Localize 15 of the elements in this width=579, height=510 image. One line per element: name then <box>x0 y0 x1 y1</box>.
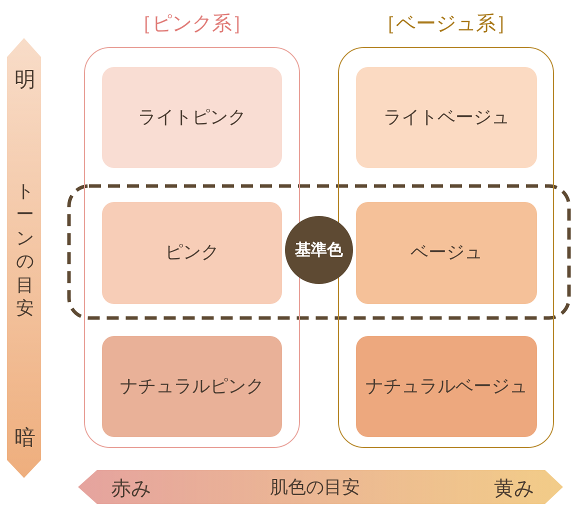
axis-end-label: 肌色の目安 <box>270 478 360 498</box>
axis-title: トーンの目安 <box>15 180 35 320</box>
axis-end-label: 暗 <box>14 426 36 450</box>
shade-tile: ナチュラルベージュ <box>356 336 537 437</box>
shade-tile: ピンク <box>102 202 282 304</box>
axis-end-label: 明 <box>14 68 36 92</box>
group-heading: ［ベージュ系］ <box>376 10 516 36</box>
shade-tile: ベージュ <box>356 202 537 304</box>
shade-tile: ライトピンク <box>102 67 282 168</box>
shade-tile: ライトベージュ <box>356 67 537 168</box>
group-heading: ［ピンク系］ <box>132 10 252 36</box>
base-color-badge: 基準色 <box>285 216 353 284</box>
axis-end-label: 赤み <box>111 477 151 499</box>
axis-end-label: 黄み <box>494 477 534 499</box>
shade-tile: ナチュラルピンク <box>102 336 282 437</box>
